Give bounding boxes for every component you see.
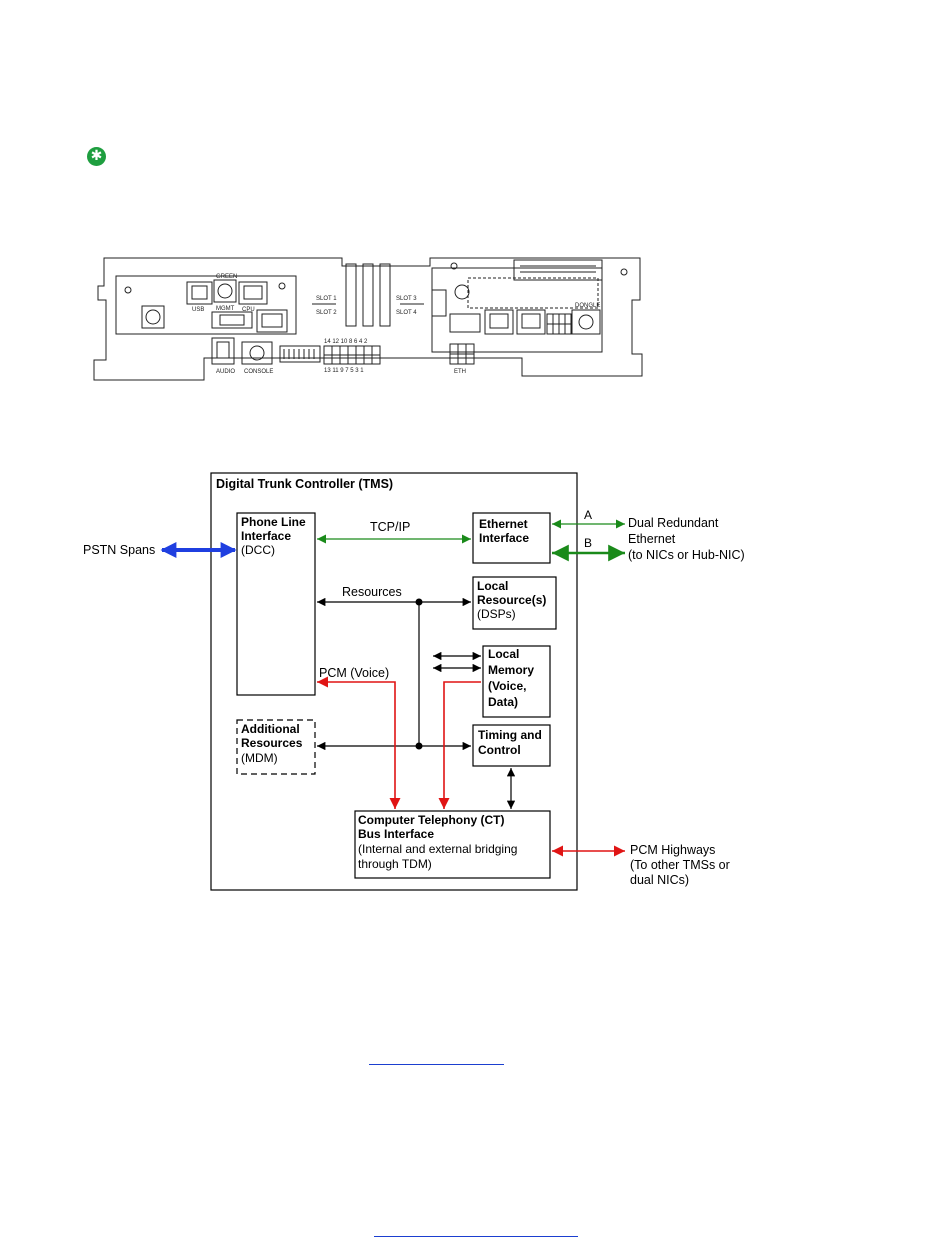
panel-label-green: GREEN bbox=[216, 274, 237, 280]
fiber-port bbox=[449, 313, 481, 333]
block-ethernet-interface bbox=[472, 512, 551, 564]
block-ct-bus-interface bbox=[354, 810, 551, 879]
panel-label-led-top: 14 12 10 8 6 4 2 bbox=[324, 339, 368, 345]
left-bay bbox=[115, 275, 297, 335]
timing-title-1: Timing and bbox=[478, 728, 542, 742]
left-mini-din bbox=[141, 305, 165, 329]
eth-port-1 bbox=[484, 309, 514, 335]
cpu-port bbox=[238, 281, 268, 305]
pcm-highways-line-2: (To other TMSs or bbox=[630, 858, 730, 872]
pcm-highways-line-1: PCM Highways bbox=[630, 843, 715, 857]
ct-bus-sub-1: (Internal and external bridging bbox=[358, 842, 517, 856]
pcm-voice-label: PCM (Voice) bbox=[319, 666, 389, 680]
mgmt-port bbox=[211, 311, 253, 329]
svg-text:Additional Resources (: Additional Resources (MDM) bbox=[241, 722, 306, 765]
phone-line-title-1: Phone Line bbox=[241, 515, 306, 529]
link-b-label: B bbox=[584, 536, 592, 550]
block-phone-line-interface bbox=[236, 512, 316, 696]
panel-label-slot1: SLOT 1 bbox=[316, 296, 337, 302]
svg-text:Computer Telephony (CT) Bu: Computer Telephony (CT) Bus Interface (I… bbox=[358, 813, 521, 871]
local-memory-title-3: (Voice, bbox=[488, 679, 526, 693]
audio-jack bbox=[211, 337, 235, 365]
local-resource-title-2: Resource(s) bbox=[477, 593, 546, 607]
panel-label-slot4: SLOT 4 bbox=[396, 310, 417, 316]
ct-bus-sub-2: through TDM) bbox=[358, 857, 432, 871]
local-memory-title-1: Local bbox=[488, 647, 519, 661]
rj45-port-small bbox=[256, 309, 288, 333]
tms-outer-title: Digital Trunk Controller (TMS) bbox=[216, 477, 393, 491]
pstn-label: PSTN Spans bbox=[83, 543, 155, 557]
panel-label-led-bottom: 13 11 9 7 5 3 1 bbox=[324, 368, 364, 374]
panel-label-slot2: SLOT 2 bbox=[316, 310, 337, 316]
additional-sub-1: (MDM) bbox=[241, 751, 278, 765]
svg-text:Local Memory (Voice,: Local Memory (Voice, Data) bbox=[488, 647, 537, 709]
slot-card-3 bbox=[379, 263, 391, 327]
reference-link-2[interactable] bbox=[374, 1236, 578, 1237]
console-port bbox=[241, 341, 273, 365]
timing-title-2: Control bbox=[478, 743, 521, 757]
ethernet-title-2: Interface bbox=[479, 531, 529, 545]
svg-text:PCM Highways (To other TMS: PCM Highways (To other TMSs or dual NICs… bbox=[630, 843, 733, 887]
right-top-connector bbox=[513, 259, 603, 281]
right-card-recess bbox=[467, 277, 599, 309]
dual-ethernet-line-1: Dual Redundant bbox=[628, 516, 719, 530]
dual-ethernet-line-3: (to NICs or Hub-NIC) bbox=[628, 548, 745, 562]
svg-text:Phone Line Interface (: Phone Line Interface (DCC) bbox=[241, 515, 309, 557]
ethernet-title-1: Ethernet bbox=[479, 517, 528, 531]
svg-text:Dual Redundant Ethernet: Dual Redundant Ethernet (to NICs or Hub-… bbox=[628, 516, 745, 562]
panel-label-cpu: CPU bbox=[242, 307, 255, 313]
panel-label-console: CONSOLE bbox=[244, 369, 273, 375]
block-additional-resources bbox=[236, 719, 316, 775]
dual-ethernet-line-2: Ethernet bbox=[628, 532, 676, 546]
panel-label-audio: AUDIO bbox=[216, 369, 235, 375]
eth-port-2 bbox=[516, 309, 546, 335]
svg-text:Local Resource(s) (DSP: Local Resource(s) (DSPs) bbox=[477, 579, 550, 621]
dongle-port bbox=[571, 309, 601, 335]
resources-label: Resources bbox=[342, 585, 402, 599]
pcm-voice-path bbox=[317, 676, 401, 809]
pcm-highways-line-3: dual NICs) bbox=[630, 873, 689, 887]
reference-link-1[interactable] bbox=[369, 1064, 504, 1065]
additional-title-2: Resources bbox=[241, 736, 303, 750]
dip-switch bbox=[279, 345, 321, 363]
panel-label-slot3: SLOT 3 bbox=[396, 296, 417, 302]
slot-card-1 bbox=[345, 263, 357, 327]
tms-outer-frame bbox=[210, 472, 578, 891]
additional-title-1: Additional bbox=[241, 722, 300, 736]
phone-line-title-2: Interface bbox=[241, 529, 291, 543]
svg-text:Ethernet Interface: Ethernet Interface bbox=[479, 517, 531, 545]
ct-bus-title-1: Computer Telephony (CT) bbox=[358, 813, 504, 827]
block-local-resources bbox=[472, 576, 557, 630]
tcpip-label: TCP/IP bbox=[370, 520, 410, 534]
link-a-label: A bbox=[584, 508, 592, 522]
note-star-icon: ✱ bbox=[87, 147, 106, 166]
panel-label-mgmt: MGMT bbox=[216, 306, 235, 312]
usb-port bbox=[186, 281, 213, 305]
chassis-outline bbox=[93, 257, 643, 381]
panel-label-usb: USB bbox=[192, 307, 204, 313]
panel-label-dongle: DONGLE bbox=[575, 303, 600, 309]
ct-bus-title-2: Bus Interface bbox=[358, 827, 434, 841]
local-resource-title-1: Local bbox=[477, 579, 508, 593]
tms-block-diagram: Digital Trunk Controller (TMS) Phone Lin… bbox=[83, 472, 745, 891]
local-memory-title-4: Data) bbox=[488, 695, 518, 709]
slot-card-2 bbox=[362, 263, 374, 327]
local-memory-title-2: Memory bbox=[488, 663, 534, 677]
pcm-memory-path bbox=[438, 681, 481, 809]
block-local-memory bbox=[482, 645, 551, 718]
local-resource-sub-1: (DSPs) bbox=[477, 607, 516, 621]
phone-line-sub-1: (DCC) bbox=[241, 543, 275, 557]
svg-text:Timing and Control: Timing and Control bbox=[478, 728, 545, 757]
block-timing-control bbox=[472, 724, 551, 767]
panel-label-eth: ETH bbox=[454, 369, 466, 375]
green-port bbox=[213, 279, 237, 303]
tms-front-panel-figure: SLOT 1 SLOT 2 SLOT 3 SLOT 4 AUDIO CONSOL… bbox=[93, 257, 643, 381]
